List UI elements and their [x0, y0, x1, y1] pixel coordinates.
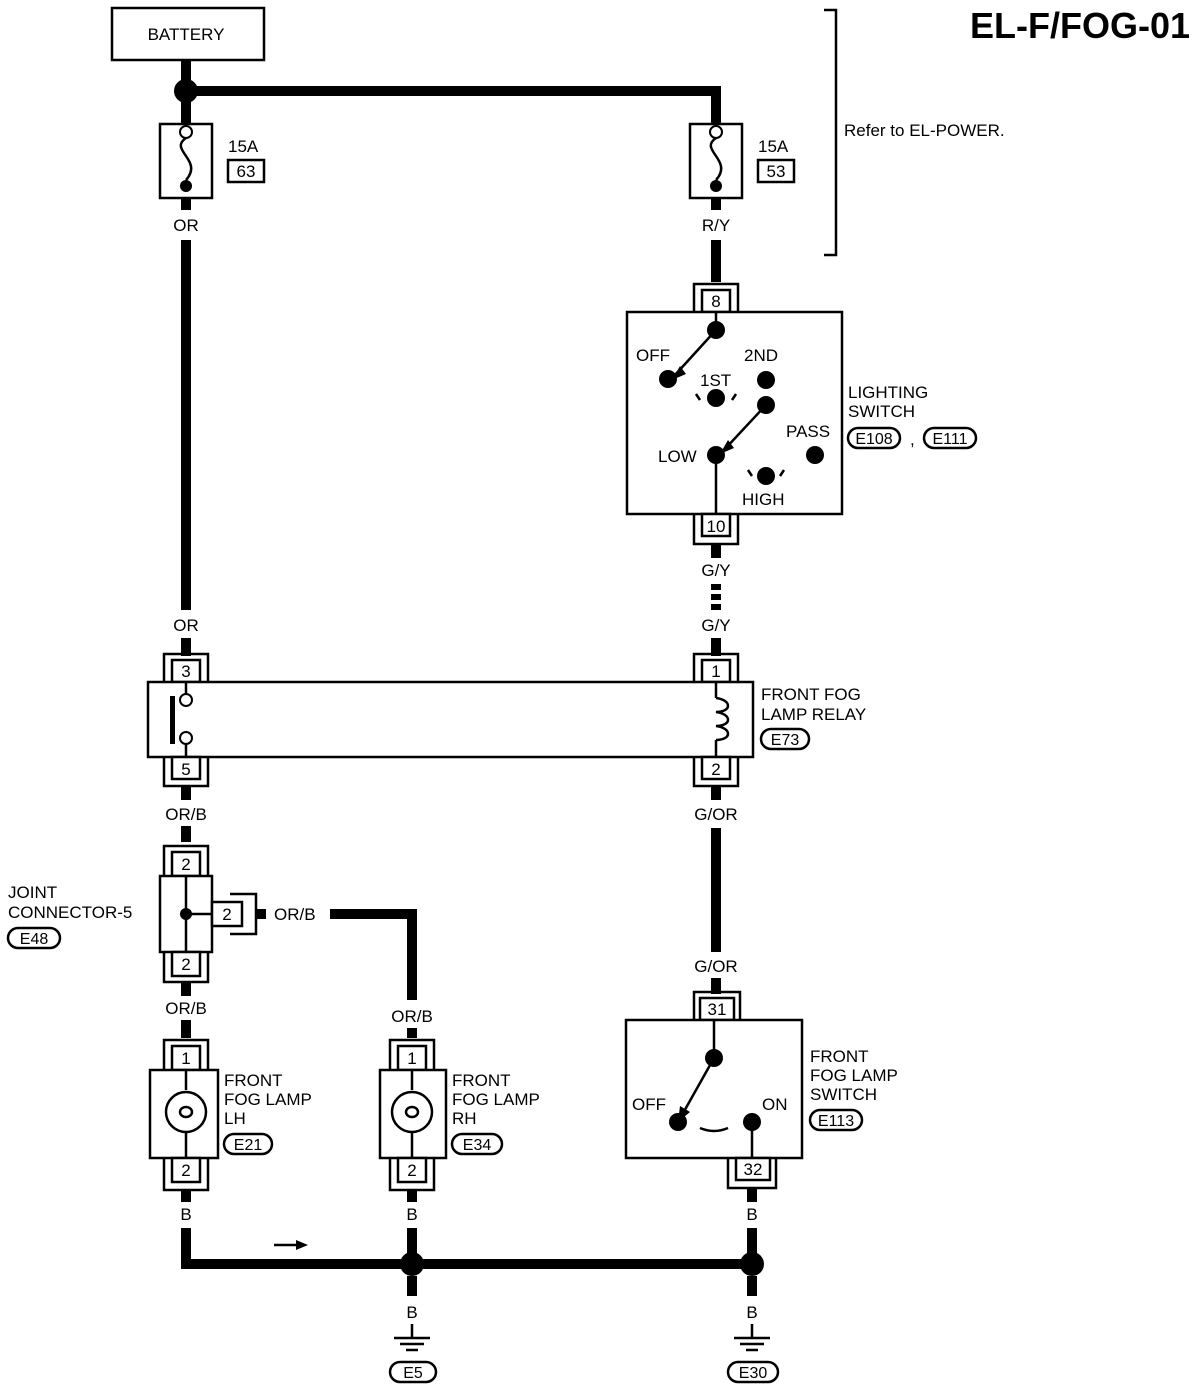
- wire-top-bus: [186, 86, 721, 124]
- lighting-switch-name-1: LIGHTING: [848, 383, 928, 402]
- jc-name-2: CONNECTOR-5: [8, 903, 132, 922]
- switch-pos-on: ON: [762, 1095, 788, 1114]
- wire-label-ry: R/Y: [702, 216, 730, 235]
- wire-label-orb-1: OR/B: [165, 805, 207, 824]
- connector-separator: ,: [910, 430, 915, 449]
- wire-orb-rh: [330, 909, 417, 1000]
- refer-note: Refer to EL-POWER.: [844, 121, 1005, 140]
- wire-label-b-g2: B: [746, 1303, 757, 1322]
- relay-name-2: LAMP RELAY: [761, 705, 866, 724]
- rh-connector: E34: [463, 1137, 492, 1154]
- relay-terminal-5: 5: [181, 760, 190, 779]
- diagram-title: EL-F/FOG-01: [970, 5, 1190, 46]
- lighting-switch-terminal-10: 10: [707, 517, 726, 536]
- connector-e111: E111: [933, 431, 968, 448]
- pos-pass: PASS: [786, 422, 830, 441]
- fuse-53-number: 53: [767, 162, 786, 181]
- lighting-switch-name-2: SWITCH: [848, 402, 915, 421]
- rh-name-3: RH: [452, 1109, 477, 1128]
- rh-terminal-2: 2: [407, 1161, 416, 1180]
- splice-ground-2: [740, 1252, 764, 1276]
- rh-name-2: FOG LAMP: [452, 1090, 540, 1109]
- pos-low: LOW: [658, 447, 697, 466]
- lh-name-3: LH: [224, 1109, 246, 1128]
- ground-e5: E5: [403, 1365, 423, 1382]
- wire-label-orb-3: OR/B: [391, 1007, 433, 1026]
- wire-label-gy-2: G/Y: [701, 616, 730, 635]
- relay-terminal-1: 1: [711, 662, 720, 681]
- pos-high: HIGH: [742, 490, 785, 509]
- switch-terminal-32: 32: [744, 1160, 763, 1179]
- wire-label-b-rh: B: [406, 1205, 417, 1224]
- jc-terminal-side: 2: [222, 905, 231, 924]
- joint-connector-5: 2 2 2 JOINT CONNECTOR-5 E48: [6, 844, 258, 984]
- pos-off: OFF: [636, 346, 670, 365]
- wire-label-b-g1: B: [406, 1303, 417, 1322]
- switch-connector: E113: [818, 1113, 854, 1130]
- battery-label: BATTERY: [148, 25, 225, 44]
- switch-pos-off: OFF: [632, 1095, 666, 1114]
- jc-terminal-bottom: 2: [181, 955, 190, 974]
- switch-name-2: FOG LAMP: [810, 1066, 898, 1085]
- ground-icon-e30: [734, 1324, 770, 1352]
- splice-ground-1: [400, 1252, 424, 1276]
- wire-label-b-sw: B: [746, 1205, 757, 1224]
- wire-label-or-mid: OR: [173, 616, 199, 635]
- wire-ground-bus: [181, 1228, 752, 1269]
- arrow-icon: [274, 1240, 308, 1250]
- fuse-63-number: 63: [237, 162, 256, 181]
- wire-label-orb-2: OR/B: [165, 999, 207, 1018]
- lh-connector: E21: [234, 1137, 263, 1154]
- fuse-53-rating: 15A: [758, 137, 789, 156]
- wire-label-or-top: OR: [173, 216, 199, 235]
- lighting-switch-terminal-8: 8: [711, 292, 720, 311]
- connector-e108: E108: [855, 431, 892, 448]
- fuse-63-rating: 15A: [228, 137, 259, 156]
- switch-terminal-31: 31: [708, 1000, 727, 1019]
- rh-name-1: FRONT: [452, 1071, 511, 1090]
- lh-name-1: FRONT: [224, 1071, 283, 1090]
- wire-label-b-lh: B: [180, 1205, 191, 1224]
- relay-name-1: FRONT FOG: [761, 685, 861, 704]
- switch-name-3: SWITCH: [810, 1085, 877, 1104]
- refer-bracket: Refer to EL-POWER.: [824, 8, 1005, 257]
- lh-terminal-2: 2: [181, 1161, 190, 1180]
- wire-label-gy-1: G/Y: [701, 561, 730, 580]
- pos-1st: 1ST: [700, 371, 731, 390]
- ground-icon-e5: [394, 1324, 430, 1352]
- wire-label-gor-2: G/OR: [694, 957, 737, 976]
- wire-label-orb-side: OR/B: [274, 905, 316, 924]
- front-fog-lamp-rh: 1 2 FRONT FOG LAMP RH E34: [378, 1038, 540, 1192]
- fuse-53: 15A 53: [688, 122, 796, 200]
- rh-terminal-1: 1: [407, 1049, 416, 1068]
- front-fog-lamp-lh: 1 2 FRONT FOG LAMP LH E21: [148, 1038, 312, 1192]
- pos-2nd: 2ND: [744, 346, 778, 365]
- jc-terminal-top: 2: [181, 855, 190, 874]
- battery-block: BATTERY: [110, 6, 266, 62]
- switch-name-1: FRONT: [810, 1047, 869, 1066]
- relay-connector: E73: [771, 732, 800, 749]
- jc-name-1: JOINT: [8, 883, 57, 902]
- lighting-switch: 8 10 OFF 2ND 1ST LOW PASS HIGH LIGHTING …: [625, 282, 978, 546]
- wire-label-gor-1: G/OR: [694, 805, 737, 824]
- front-fog-lamp-relay: 3 1 5 2 FRONT FOG LAMP RELAY E73: [146, 652, 866, 788]
- ground-e30: E30: [739, 1365, 768, 1382]
- lh-name-2: FOG LAMP: [224, 1090, 312, 1109]
- fuse-63: 15A 63: [158, 122, 266, 200]
- jc-connector: E48: [20, 931, 49, 948]
- lh-terminal-1: 1: [181, 1049, 190, 1068]
- relay-terminal-2: 2: [711, 760, 720, 779]
- front-fog-lamp-switch: 31 OFF ON 32 FRONT FOG LAMP SWITCH E113: [624, 990, 898, 1190]
- relay-terminal-3: 3: [181, 662, 190, 681]
